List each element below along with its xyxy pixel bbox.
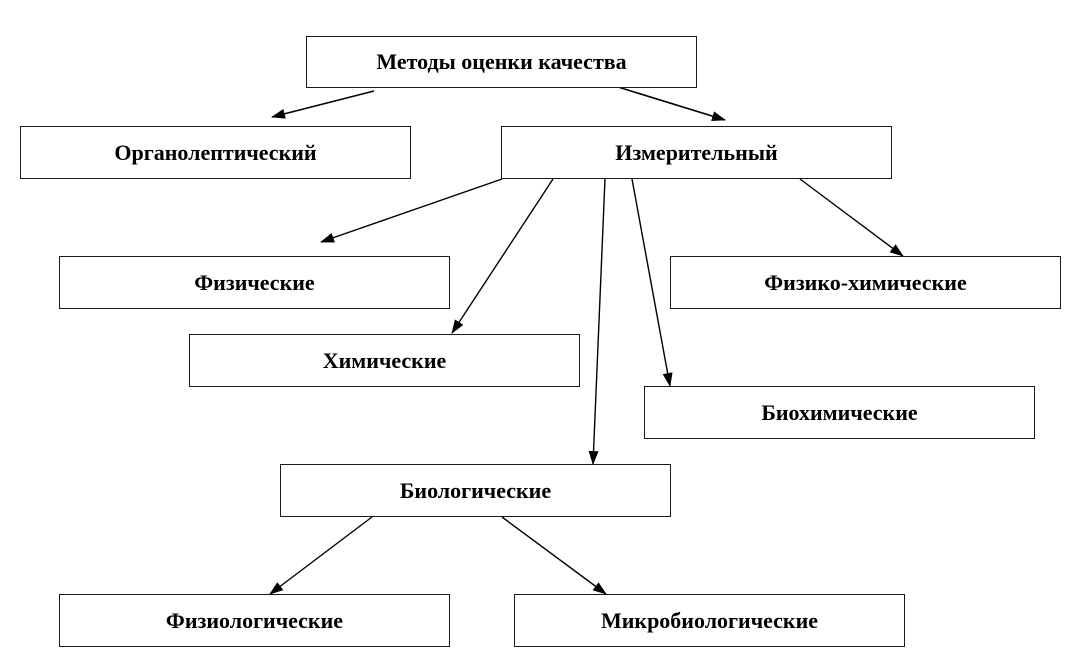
node-chemical: Химические bbox=[189, 334, 580, 387]
edge-measuring-physical bbox=[320, 178, 503, 243]
edge-measuring-biological bbox=[588, 178, 606, 465]
node-measuring: Измерительный bbox=[501, 126, 892, 179]
edge-biological-microbiological bbox=[501, 516, 607, 595]
node-measuring-label: Измерительный bbox=[615, 139, 778, 165]
node-physchem-label: Физико-химические bbox=[764, 269, 967, 295]
edge-root-measuring bbox=[617, 86, 726, 121]
edge-measuring-biochemical bbox=[631, 178, 673, 387]
node-physchem: Физико-химические bbox=[670, 256, 1061, 309]
node-organoleptic-label: Органолептический bbox=[114, 139, 317, 165]
node-organoleptic: Органолептический bbox=[20, 126, 411, 179]
node-biological: Биологические bbox=[280, 464, 671, 517]
edge-measuring-physchem bbox=[799, 178, 904, 257]
edge-measuring-chemical bbox=[451, 178, 554, 334]
node-physical-label: Физические bbox=[194, 269, 315, 295]
node-biochemical: Биохимические bbox=[644, 386, 1035, 439]
edge-biological-physiological bbox=[269, 516, 373, 595]
node-root: Методы оценки качества bbox=[306, 36, 697, 88]
node-microbiological-label: Микробиологические bbox=[600, 607, 819, 633]
node-biological-label: Биологические bbox=[399, 477, 552, 503]
node-physiological-label: Физиологические bbox=[165, 607, 344, 633]
node-root-label: Методы оценки качества bbox=[376, 49, 627, 74]
edge-root-organoleptic bbox=[271, 90, 375, 119]
node-physiological: Физиологические bbox=[59, 594, 450, 647]
node-biochemical-label: Биохимические bbox=[761, 399, 918, 425]
node-physical: Физические bbox=[59, 256, 450, 309]
node-chemical-label: Химические bbox=[322, 347, 447, 373]
node-microbiological: Микробиологические bbox=[514, 594, 905, 647]
